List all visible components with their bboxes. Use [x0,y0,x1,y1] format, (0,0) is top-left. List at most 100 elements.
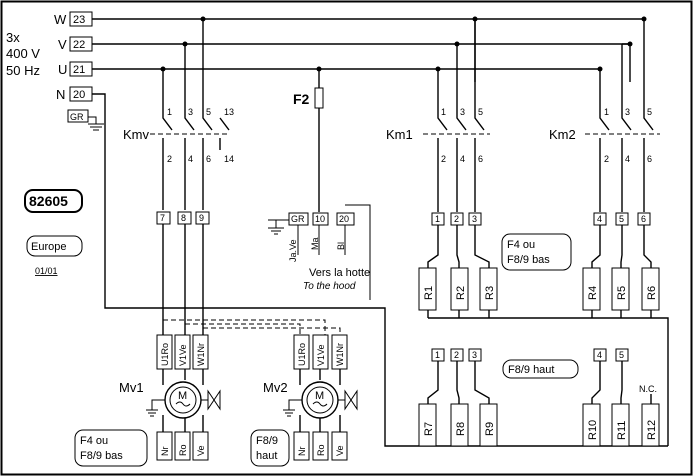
kmv-label: Kmv [123,127,150,142]
upper-terminal-2: 2 [454,214,459,224]
motor-mv1: U1Ro V1Ve W1Nr M Nr Ro Ve Mv1 F4 ou F8/9… [74,334,221,467]
mv1-bot-nr: Nr [160,447,170,457]
lower-terminal-3: 3 [472,350,477,360]
km2-label: Km2 [549,127,576,142]
km2-bot-4: 4 [625,154,630,164]
kmv-top-13: 13 [224,107,234,117]
motor-mv2: U1Ro V1Ve W1Nr M Nr Ro Ve Mv2 F8/9 haut [250,334,358,467]
resistor-r7: R7 [423,422,435,436]
phase-w-terminal: 23 [73,14,85,26]
upper-terminal-6: 6 [641,214,646,224]
resistor-r11: R11 [616,421,628,440]
phase-w-letter: W [54,12,67,27]
mv2-motor-letter: M [315,390,324,402]
lower-resistor-bank: R7 R8 R9 R10 R11 R12 N.C. F8/9 haut [418,359,660,447]
hood-wire-java: Ja.Ve [288,239,298,262]
contactor-km1: Km1 1 3 5 2 4 6 [386,16,490,212]
upper-group-label-line1: F4 ou [507,239,535,251]
mv2-top-u1ro: U1Ro [297,343,307,366]
resistor-r1: R1 [423,286,435,300]
km1-top-1: 1 [441,107,446,117]
hood-destination-fr: Vers la hotte [309,267,370,279]
hood-wire-bl: Bl [336,242,346,250]
revision-label: 01/01 [35,266,58,276]
contactor-km2: Km2 1 3 5 2 4 6 [475,16,660,212]
hood-terminal-20: 20 [339,214,349,224]
phase-u-letter: U [58,62,67,77]
supply-desc-line3: 50 Hz [6,63,40,78]
region-label: Europe [31,241,66,253]
mv1-label: Mv1 [119,380,144,395]
hood-terminals: GR 10 20 Ja.Ve Ma Bl Vers la hotte To th… [268,204,371,300]
terminal-7: 7 [160,213,165,223]
mv2-bot-ro: Ro [316,444,326,456]
km1-label: Km1 [386,127,413,142]
km2-bot-6: 6 [647,154,652,164]
mv2-bot-nr: Nr [297,447,307,457]
km1-top-3: 3 [460,107,465,117]
lower-terminal-5: 5 [619,350,624,360]
phase-v-terminal: 22 [73,39,85,51]
lower-terminal-2: 2 [454,350,459,360]
mv1-bot-ve: Ve [196,445,206,456]
kmv-bot-4: 4 [188,154,193,164]
mv1-motor-letter: M [178,390,187,402]
phase-n-terminal: 20 [73,89,85,101]
upper-terminals: 1 2 3 4 5 6 [431,212,651,226]
terminal-9: 9 [199,213,204,223]
mv2-top-v1ve: V1Ve [316,344,326,366]
resistor-r3: R3 [484,286,496,300]
resistor-r12: R12 [646,420,658,440]
mv1-note-line2: F8/9 bas [80,450,123,462]
mv2-note-line1: F8/9 [256,435,278,447]
motor-feed-terminals: 7 8 9 [156,211,210,335]
km1-bot-6: 6 [478,154,483,164]
resistor-r5: R5 [616,286,628,300]
hood-destination-en: To the hood [303,281,356,292]
resistor-r6: R6 [646,286,658,300]
lower-terminal-4: 4 [597,350,602,360]
supply-ground-label: GR [70,112,84,122]
lower-terminal-1: 1 [435,350,440,360]
hood-terminal-10: 10 [315,214,325,224]
supply-desc-line1: 3x [6,30,20,45]
kmv-bot-2: 2 [167,154,172,164]
contactor-kmv: Kmv 1 3 5 13 2 4 6 14 [123,16,234,210]
mv1-note-line1: F4 ou [80,435,108,447]
hood-wire-ma: Ma [310,237,320,250]
resistor-r8: R8 [455,422,467,436]
mv2-bot-ve: Ve [335,445,345,456]
mv2-label: Mv2 [263,380,288,395]
mv1-bot-ro: Ro [178,444,188,456]
fuse-label: F2 [293,91,310,107]
mv1-top-u1ro: U1Ro [160,343,170,366]
km2-top-5: 5 [647,107,652,117]
resistor-nc-label: N.C. [639,384,657,394]
phase-n-letter: N [56,87,65,102]
phase-v-letter: V [58,37,67,52]
lower-terminals: 1 2 3 4 5 [431,348,629,362]
mv1-top-w1nr: W1Nr [196,343,206,366]
km2-top-1: 1 [604,107,609,117]
hood-terminal-gr: GR [291,214,305,224]
supply-labels: 3x 400 V 50 Hz W 23 V 22 U 21 N 20 GR [6,11,104,131]
upper-terminal-3: 3 [472,214,477,224]
upper-terminal-5: 5 [619,214,624,224]
model-info: 82605 Europe 01/01 [24,189,83,276]
kmv-top-5: 5 [206,107,211,117]
kmv-top-3: 3 [188,107,193,117]
km2-bot-2: 2 [604,154,609,164]
phase-u-terminal: 21 [73,64,85,76]
upper-resistor-bank: R1 R2 R3 R4 R5 R6 F4 ou F8/9 bas [418,225,669,446]
mv1-top-v1ve: V1Ve [178,344,188,366]
km1-bot-2: 2 [441,154,446,164]
fuse-f2: F2 [293,66,324,212]
resistor-r2: R2 [455,286,467,300]
terminal-8: 8 [181,213,186,223]
km1-bot-4: 4 [460,154,465,164]
kmv-top-1: 1 [167,107,172,117]
upper-terminal-4: 4 [597,214,602,224]
resistor-r9: R9 [484,422,496,436]
